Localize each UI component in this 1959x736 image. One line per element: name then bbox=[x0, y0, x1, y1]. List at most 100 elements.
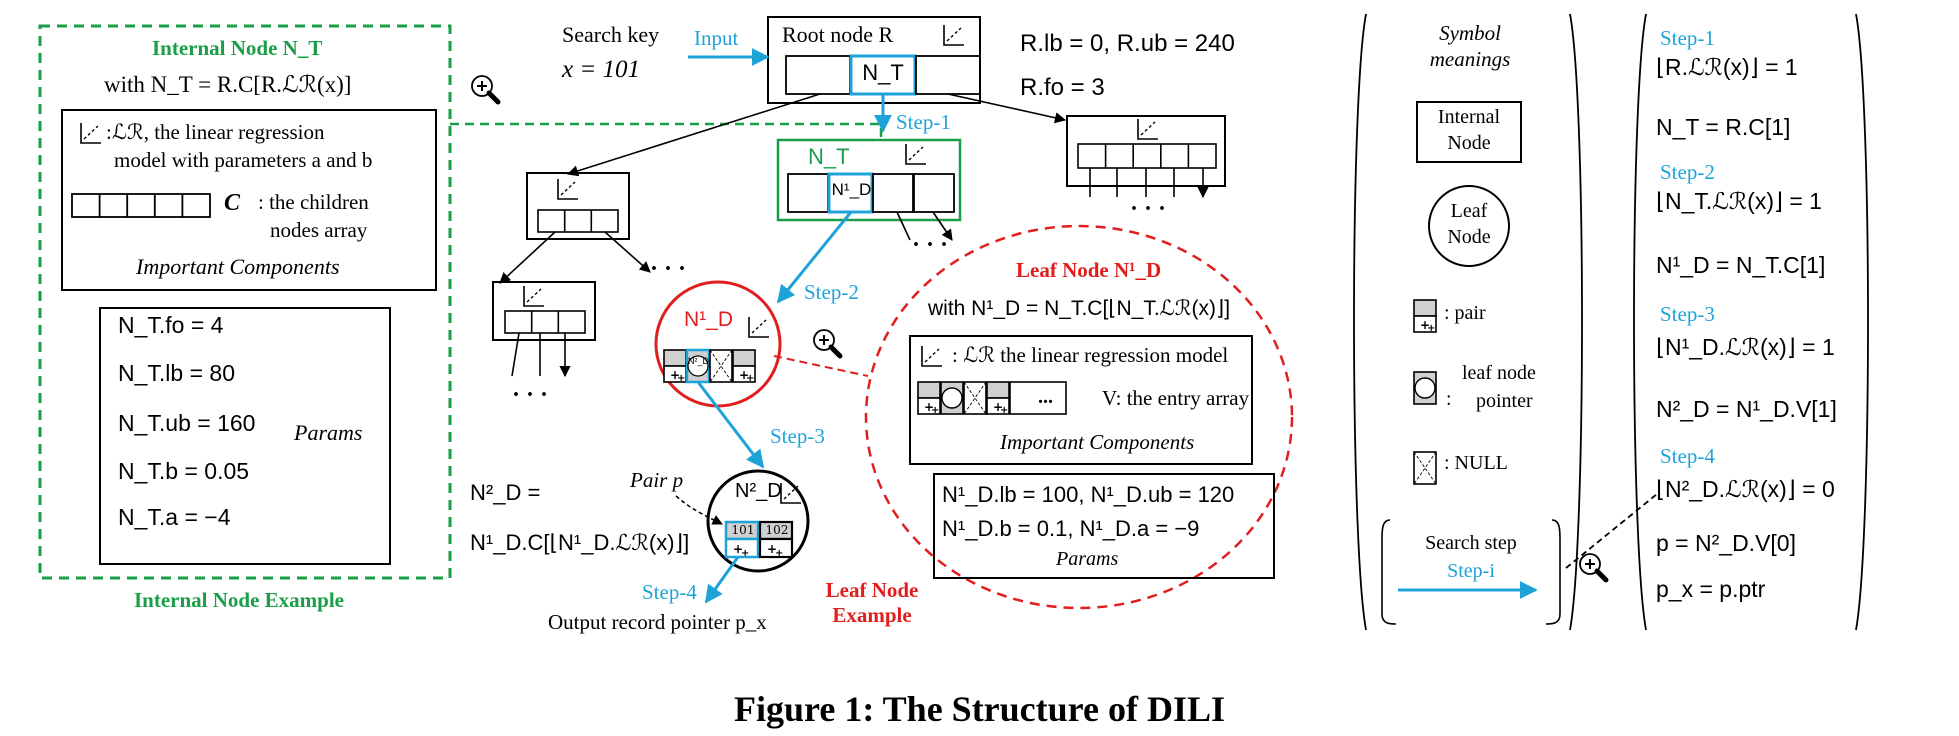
legend-internal-node bbox=[1416, 101, 1522, 163]
root-cell-2 bbox=[915, 55, 981, 95]
step-formula: ⌊N¹_D.ℒℛ(x)⌋ = 1 bbox=[1656, 334, 1835, 360]
leaf-params-box bbox=[933, 473, 1275, 579]
legend-title: Symbol meanings bbox=[1429, 21, 1511, 72]
leaf-lr-desc: : ℒℛ the linear regression model bbox=[952, 343, 1229, 367]
internal-params-label: Params bbox=[294, 420, 363, 445]
svg-text:+: + bbox=[775, 548, 783, 559]
internal-param: N_T.ub = 160 bbox=[118, 410, 256, 436]
legend-pointer-label-2: pointer bbox=[1476, 390, 1533, 412]
leaf-params-label: Params bbox=[1056, 548, 1119, 570]
pair-cell-icon bbox=[663, 349, 687, 385]
entry-array-dots: ... bbox=[1038, 386, 1053, 408]
search-key-label: Search key bbox=[562, 22, 660, 47]
root-child-label: N_T bbox=[862, 60, 904, 85]
step-formula: ⌊N_T.ℒℛ(x)⌋ = 1 bbox=[1656, 188, 1822, 214]
legend-pointer-colon: : bbox=[1446, 388, 1452, 410]
step-formula: N_T = R.C[1] bbox=[1656, 114, 1791, 140]
step-label: Step-3 bbox=[1660, 302, 1715, 326]
step-formula: N¹_D = N_T.C[1] bbox=[1656, 252, 1826, 278]
svg-text:+: + bbox=[741, 548, 749, 559]
regression-model-icon bbox=[941, 23, 965, 47]
nd2-entries: + + + + bbox=[724, 520, 794, 559]
internal-components-label: Important Components bbox=[136, 254, 340, 279]
step-label: Step-2 bbox=[1660, 160, 1715, 184]
svg-text:+: + bbox=[733, 542, 743, 556]
leaf-components-box bbox=[909, 335, 1253, 465]
ellipsis: · · · bbox=[650, 256, 687, 282]
step-formula: ⌊R.ℒℛ(x)⌋ = 1 bbox=[1656, 54, 1798, 80]
regression-model-icon bbox=[903, 142, 927, 166]
regression-model-icon bbox=[555, 177, 579, 201]
children-symbol: C bbox=[224, 190, 241, 216]
regression-model-icon bbox=[919, 344, 943, 368]
step-formula: N²_D = N¹_D.V[1] bbox=[1656, 396, 1837, 422]
internal-param: N_T.b = 0.05 bbox=[118, 458, 250, 484]
zoom-in-icon bbox=[1580, 554, 1606, 580]
svg-text:+: + bbox=[767, 542, 777, 556]
root-node-label: Root node R bbox=[782, 22, 894, 47]
ellipsis: · · · bbox=[512, 382, 549, 408]
nd1-pointer-cell bbox=[685, 348, 711, 384]
root-param-2: R.fo = 3 bbox=[1020, 74, 1105, 101]
leaf-example-title: Leaf Node N¹_D bbox=[1016, 258, 1162, 282]
figure-caption: Figure 1: The Structure of DILI bbox=[734, 689, 1225, 729]
nt-node bbox=[776, 138, 962, 222]
nd2-formula-1: N²_D = bbox=[470, 480, 541, 505]
regression-model-icon bbox=[78, 121, 102, 145]
regression-model-icon bbox=[1135, 117, 1159, 141]
children-array-icon bbox=[71, 193, 211, 218]
nt-label: N_T bbox=[808, 144, 850, 169]
leaf-example-frame bbox=[864, 224, 1294, 610]
internal-param: N_T.fo = 4 bbox=[118, 312, 224, 338]
legend-search-step: Search step bbox=[1425, 532, 1517, 554]
step-label: Step-4 bbox=[1660, 444, 1715, 468]
step-3-arrow bbox=[696, 381, 765, 469]
leaf-components-label: Important Components bbox=[1000, 430, 1195, 454]
zoom-in-icon bbox=[814, 330, 840, 356]
internal-example-footer: Internal Node Example bbox=[134, 588, 344, 612]
legend-null-label: : NULL bbox=[1444, 452, 1508, 474]
step-3-label: Step-3 bbox=[770, 424, 825, 448]
input-label: Input bbox=[694, 26, 739, 50]
internal-example-title: Internal Node N_T bbox=[152, 36, 323, 60]
leaf-example-footer: Leaf Node Example bbox=[825, 578, 919, 628]
step-formula: p_x = p.ptr bbox=[1656, 576, 1766, 602]
nd2-cell-label: N²_D bbox=[687, 356, 709, 366]
pair-cell-icon bbox=[1413, 299, 1437, 335]
step-formula: p = N²_D.V[0] bbox=[1656, 530, 1796, 556]
pair-key-1: 102 bbox=[765, 523, 789, 537]
leaf-with-formula: with N¹_D = N_T.C[⌊N_T.ℒℛ(x)⌋] bbox=[928, 297, 1231, 320]
leaf-param-1: N¹_D.lb = 100, N¹_D.ub = 120 bbox=[942, 482, 1235, 507]
internal-lr-desc: :ℒℛ, the linear regression bbox=[106, 120, 325, 144]
internal-c-desc-2: nodes array bbox=[270, 218, 368, 242]
null-cell-icon bbox=[709, 349, 733, 383]
nd1-node bbox=[654, 280, 782, 408]
legend-internal-label: Internal Node bbox=[1437, 106, 1501, 154]
internal-params-box bbox=[99, 307, 391, 565]
internal-link-connector bbox=[450, 122, 883, 138]
ellipsis: · · · bbox=[912, 232, 949, 258]
step-4-arrow bbox=[704, 556, 740, 604]
legend-pointer-label: leaf node bbox=[1462, 362, 1536, 384]
nd1-cell-label: N¹_D bbox=[831, 180, 872, 199]
leaf-v-desc: V: the entry array bbox=[1102, 386, 1250, 410]
internal-lr-desc-2: model with parameters a and b bbox=[114, 148, 373, 172]
step-label: Step-1 bbox=[1660, 26, 1715, 50]
pair-label: Pair p bbox=[630, 468, 684, 492]
step-4-label: Step-4 bbox=[642, 580, 697, 604]
internal-example-frame bbox=[38, 24, 452, 580]
nd1-label: N¹_D bbox=[684, 308, 734, 331]
step-2-label: Step-2 bbox=[804, 280, 859, 304]
null-cell-icon bbox=[1413, 451, 1437, 485]
internal-with-formula: with N_T = R.C[R.ℒℛ(x)] bbox=[104, 72, 352, 97]
legend-pair-label: : pair bbox=[1444, 302, 1486, 324]
entry-array-icon bbox=[917, 381, 1067, 417]
nd2-formula-2: N¹_D.C[⌊N¹_D.ℒℛ(x)⌋] bbox=[470, 530, 690, 555]
step-2-arrow bbox=[776, 211, 853, 304]
root-param-1: R.lb = 0, R.ub = 240 bbox=[1020, 30, 1235, 57]
zoom-in-icon bbox=[472, 76, 498, 102]
internal-components-box bbox=[61, 109, 437, 291]
internal-param: N_T.lb = 80 bbox=[118, 360, 235, 386]
